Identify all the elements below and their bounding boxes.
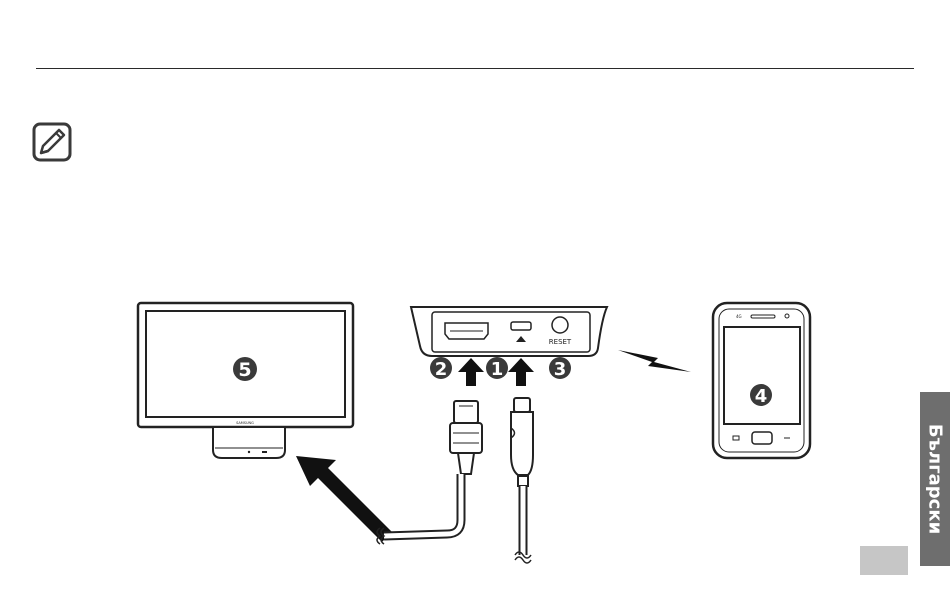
usb-up-arrow-icon — [508, 358, 534, 386]
language-tab: Български — [920, 392, 950, 566]
language-tab-label: Български — [925, 424, 946, 534]
phone-status-label: 4G — [736, 314, 742, 319]
phone-illustration: 4G 4 — [713, 303, 810, 458]
callout-5-number: 5 — [238, 359, 251, 381]
tv-illustration: SAMSUNG 5 — [138, 303, 353, 458]
dongle-illustration: RESET — [411, 307, 607, 356]
wireless-signal-icon — [618, 350, 691, 372]
reset-label: RESET — [549, 338, 572, 346]
tv-brand-label: SAMSUNG — [236, 421, 254, 425]
page-number-box — [860, 546, 908, 575]
callout-3-number: 3 — [554, 359, 567, 380]
callout-4-number: 4 — [755, 386, 768, 407]
usb-cable-illustration — [511, 398, 533, 563]
callout-2-number: 2 — [435, 359, 448, 380]
callout-1-number: 1 — [491, 359, 504, 380]
hdmi-cable-illustration — [377, 401, 482, 544]
hdmi-up-arrow-icon — [458, 358, 484, 386]
